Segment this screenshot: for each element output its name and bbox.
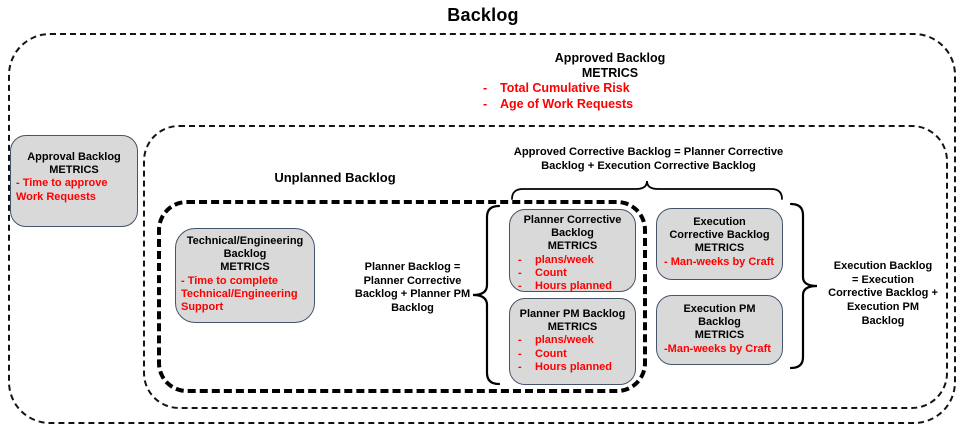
planner-corrective-backlog-box: Planner Corrective Backlog METRICS - pla… <box>509 209 636 292</box>
approval-backlog-box: Approval Backlog METRICS - Time to appro… <box>10 135 138 227</box>
planner-corrective-metric: - Count <box>510 267 635 280</box>
planner-pm-backlog-box: Planner PM Backlog METRICS - plans/week … <box>509 298 636 385</box>
technical-engineering-heading: Technical/Engineering Backlog METRICS <box>186 235 304 274</box>
bullet-dash: - <box>518 347 522 360</box>
approved-metric-text: Total Cumulative Risk <box>500 81 630 96</box>
approval-backlog-metrics: - Time to approve Work Requests <box>16 177 108 203</box>
planner-pm-metric-text: Count <box>535 347 567 360</box>
execution-pm-heading: Execution PM Backlog METRICS <box>683 303 756 342</box>
approved-backlog-metrics: Approved Backlog METRICS - Total Cumulat… <box>420 51 800 112</box>
execution-backlog-formula: Execution Backlog = Execution Corrective… <box>828 260 938 327</box>
approved-corrective-formula: Approved Corrective Backlog = Planner Co… <box>513 146 784 172</box>
execution-backlog-brace <box>789 202 818 370</box>
planner-pm-metric: - plans/week <box>510 334 635 347</box>
unplanned-backlog-label: Unplanned Backlog <box>274 170 396 185</box>
planner-pm-metric-text: Hours planned <box>535 360 613 373</box>
bullet-dash: - <box>518 360 522 373</box>
planner-corrective-metric: - plans/week <box>510 254 635 267</box>
planner-pm-metric-text: plans/week <box>535 334 594 347</box>
planner-backlog-brace <box>472 204 501 386</box>
bullet-dash: - <box>518 253 522 266</box>
planner-pm-heading: Planner PM Backlog METRICS <box>519 308 626 334</box>
approved-backlog-boundary <box>143 125 948 409</box>
execution-corrective-backlog-box: Execution Corrective Backlog METRICS - M… <box>656 208 783 280</box>
page-title: Backlog <box>447 5 519 25</box>
planner-corrective-heading: Planner Corrective Backlog METRICS <box>523 214 622 253</box>
planner-backlog-formula: Planner Backlog = Planner Corrective Bac… <box>354 261 471 315</box>
bullet-dash: - <box>483 96 488 111</box>
execution-pm-metrics: -Man-weeks by Craft <box>664 342 771 355</box>
technical-engineering-backlog-box: Technical/Engineering Backlog METRICS - … <box>175 228 315 323</box>
approved-metric-text: Age of Work Requests <box>500 96 634 111</box>
approved-backlog-metrics-heading: Approved Backlog METRICS <box>554 51 666 81</box>
approval-backlog-heading: Approval Backlog METRICS <box>27 151 121 177</box>
planner-corrective-metric-text: Count <box>535 266 567 279</box>
planner-pm-metric: - Hours planned <box>510 361 635 374</box>
planner-corrective-metric: - Hours planned <box>510 280 635 292</box>
execution-corrective-heading: Execution Corrective Backlog METRICS <box>669 216 770 255</box>
planner-corrective-metric-text: plans/week <box>535 253 594 266</box>
approved-corrective-brace <box>511 180 783 200</box>
approved-metric-item: - Age of Work Requests <box>420 97 800 112</box>
bullet-dash: - <box>518 266 522 279</box>
approved-metric-item: - Total Cumulative Risk <box>420 81 800 96</box>
technical-engineering-metrics: - Time to complete Technical/Engineering… <box>181 274 298 314</box>
execution-pm-backlog-box: Execution PM Backlog METRICS -Man-weeks … <box>656 295 783 365</box>
planner-pm-metric: - Count <box>510 348 635 361</box>
bullet-dash: - <box>518 334 522 347</box>
backlog-boundary <box>8 33 956 424</box>
planner-corrective-metric-text: Hours planned <box>535 280 613 292</box>
bullet-dash: - <box>518 280 522 292</box>
execution-corrective-metrics: - Man-weeks by Craft <box>664 255 775 268</box>
unplanned-backlog-boundary <box>157 200 647 393</box>
bullet-dash: - <box>483 81 488 96</box>
